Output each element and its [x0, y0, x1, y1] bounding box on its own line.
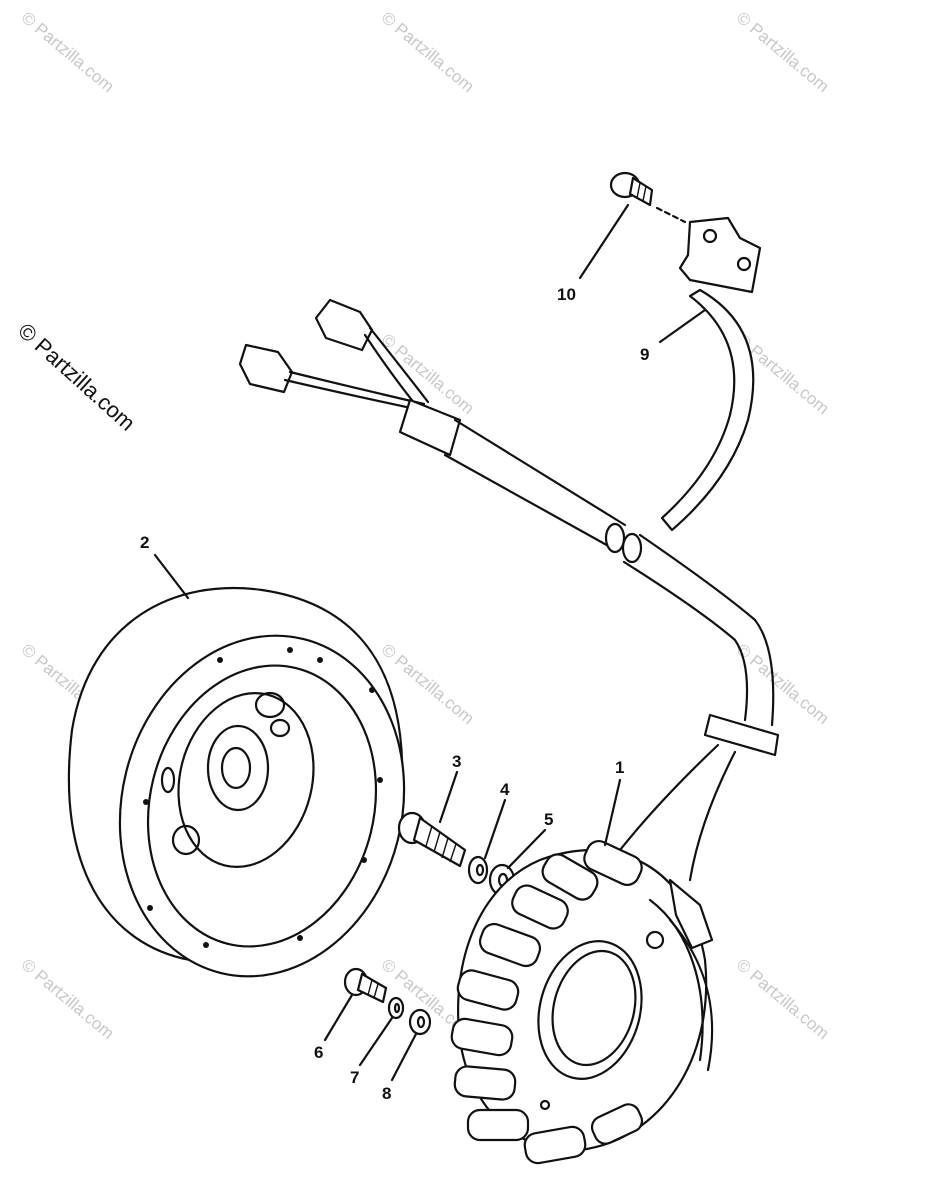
callout-9: 9 — [640, 345, 650, 364]
part-3-bolt — [397, 811, 467, 868]
callout-6: 6 — [314, 1043, 324, 1062]
callout-3: 3 — [452, 752, 462, 771]
part-9-bracket — [660, 216, 762, 532]
part-4-lock-washer — [467, 855, 489, 885]
callout-10: 10 — [557, 285, 576, 304]
part-7-lock-washer — [387, 996, 405, 1020]
callout-2: 2 — [140, 533, 150, 552]
wire-harness — [238, 298, 780, 882]
callout-7: 7 — [350, 1068, 360, 1087]
callout-8: 8 — [382, 1084, 392, 1103]
callout-1: 1 — [615, 758, 625, 777]
callout-5: 5 — [544, 810, 554, 829]
part-8-washer — [408, 1008, 432, 1036]
leader-lines — [153, 203, 707, 1082]
part-6-screw — [343, 967, 388, 1004]
part-2-rotor — [67, 586, 406, 978]
part-1-stator — [450, 839, 714, 1165]
part-10-screw — [609, 171, 687, 224]
callout-4: 4 — [500, 780, 510, 799]
